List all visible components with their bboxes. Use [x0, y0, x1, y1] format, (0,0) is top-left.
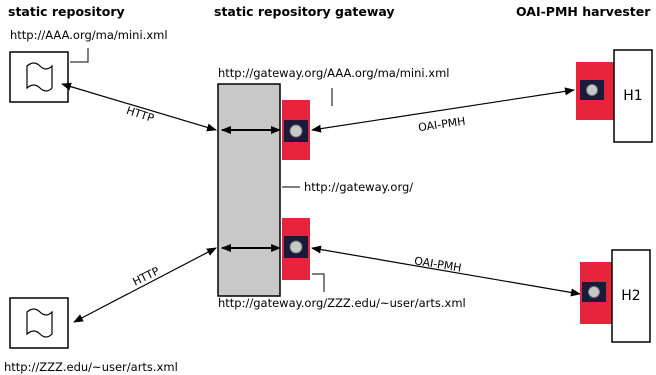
repository-zzz — [9, 297, 69, 349]
header-static-repository: static repository — [8, 4, 125, 19]
gateway-box — [217, 83, 281, 297]
document-icon — [26, 62, 53, 92]
gear-icon — [289, 124, 303, 138]
gateway-module-top — [282, 100, 310, 160]
gear-icon — [588, 286, 600, 298]
harvester-h2-label: H2 — [621, 288, 640, 304]
url-repo-aaa: http://AAA.org/ma/mini.xml — [10, 28, 168, 42]
header-harvester: OAI-PMH harvester — [516, 4, 651, 19]
harvester-h2: H2 — [580, 249, 651, 343]
oai-connector-bottom — [311, 245, 581, 297]
url-gateway-zzz: http://gateway.org/ZZZ.edu/~user/arts.xm… — [218, 296, 466, 310]
gear-icon — [586, 84, 598, 96]
gateway-module-bottom — [282, 218, 310, 280]
repository-aaa — [9, 51, 69, 103]
gear-icon — [289, 240, 303, 254]
document-icon — [26, 308, 53, 338]
http-connector-top — [61, 82, 217, 132]
url-repo-zzz: http://ZZZ.edu/~user/arts.xml — [4, 360, 178, 374]
harvester-h1-label: H1 — [623, 88, 642, 104]
gateway-zzz-pointer — [312, 273, 325, 292]
harvester-h1: H1 — [576, 49, 653, 143]
repo-aaa-pointer — [70, 48, 89, 63]
oai-connector-top — [311, 87, 575, 133]
url-gateway-aaa: http://gateway.org/AAA.org/ma/mini.xml — [218, 66, 450, 80]
header-gateway: static repository gateway — [214, 4, 395, 19]
http-connector-bottom — [73, 247, 217, 323]
url-gateway-root: http://gateway.org/ — [304, 180, 414, 194]
